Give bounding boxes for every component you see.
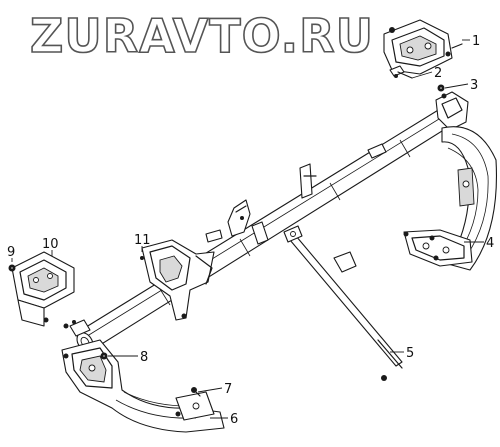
diagonal-brace-rod — [283, 225, 403, 381]
nut-part-3 — [437, 84, 445, 92]
nut-part-9 — [8, 264, 16, 272]
center-brackets — [205, 143, 387, 245]
leader-lines — [11, 39, 484, 419]
callout-7: 7 — [224, 382, 232, 397]
left-lower-arch — [61, 339, 225, 433]
callout-2: 2 — [434, 66, 442, 81]
callout-11: 11 — [134, 233, 151, 248]
fastener-part-7 — [191, 387, 201, 397]
callout-8: 8 — [140, 350, 148, 365]
cross-beam-tube — [76, 103, 459, 352]
watermark-text: ZURAVTO.RU — [30, 9, 374, 63]
callout-6: 6 — [230, 412, 238, 427]
upper-right-bracket — [383, 19, 463, 75]
bolt-part-2 — [389, 65, 413, 79]
callout-4: 4 — [486, 236, 494, 251]
callout-1: 1 — [472, 34, 480, 49]
callout-labels: 1 2 3 4 5 6 7 8 9 10 11 — [7, 34, 494, 427]
column-support-bracket — [140, 239, 215, 321]
callout-5: 5 — [406, 346, 414, 361]
callout-3: 3 — [470, 78, 478, 93]
fastener-part-8 — [69, 319, 108, 360]
right-arch-support — [403, 126, 497, 271]
callout-9: 9 — [7, 245, 15, 260]
right-end-mount — [435, 91, 469, 131]
callout-10: 10 — [42, 237, 59, 252]
left-end-bracket — [11, 251, 75, 329]
